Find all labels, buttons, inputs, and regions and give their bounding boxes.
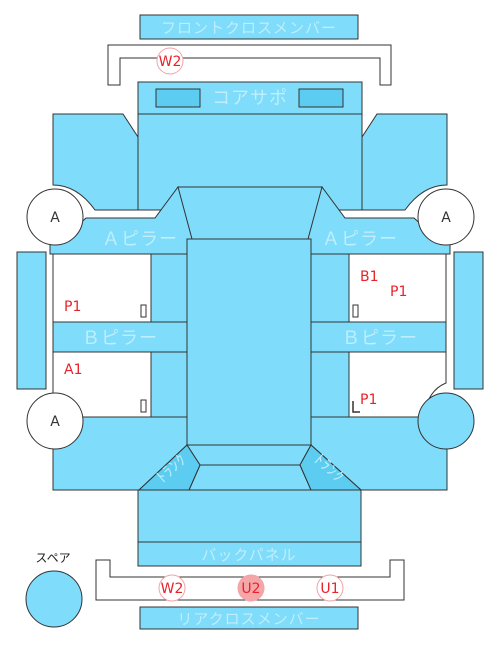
rear-cross-member-label: リアクロスメンバー: [177, 610, 320, 628]
back-panel-label: バックパネル: [201, 546, 296, 564]
mark-rear-w2[interactable]: W2: [158, 574, 186, 602]
mark-left-door-front: P1: [64, 299, 81, 315]
trunk-lid[interactable]: [188, 464, 312, 491]
left-rocker-panel[interactable]: [16, 251, 47, 390]
a-pillar-left-label: Ａピラー: [102, 229, 178, 250]
svg-text:A: A: [50, 210, 60, 226]
right-rocker-panel[interactable]: [453, 251, 484, 390]
b-pillar-right-label: Ｂピラー: [342, 328, 418, 349]
back-panel[interactable]: バックパネル: [137, 541, 362, 567]
svg-text:W2: W2: [161, 581, 184, 597]
mark-left-door-rear: A1: [64, 362, 82, 378]
left-front-handle: [140, 304, 147, 318]
tire-rear-right[interactable]: [417, 392, 475, 450]
mark-right-door-rear: P1: [360, 392, 377, 408]
right-front-handle: [352, 304, 359, 318]
left-front-door[interactable]: P1: [52, 253, 152, 323]
svg-text:A: A: [441, 210, 451, 226]
mark-right-door-front-b: P1: [390, 284, 407, 300]
rear-body[interactable]: [137, 489, 362, 543]
tire-front-right[interactable]: A: [417, 188, 475, 246]
right-front-fender[interactable]: [361, 113, 448, 211]
right-inner-pillar-front: [310, 253, 350, 323]
rear-cross-member[interactable]: リアクロスメンバー: [139, 606, 359, 630]
b-pillar-left-label: Ｂピラー: [82, 328, 158, 349]
b-pillar-right[interactable]: Ｂピラー: [310, 321, 447, 353]
svg-text:A: A: [50, 414, 60, 430]
front-bumper-outline: [107, 44, 392, 86]
left-inner-pillar-front: [150, 253, 188, 323]
tire-front-left[interactable]: A: [26, 188, 84, 246]
tire-rear-left[interactable]: A: [26, 392, 84, 450]
b-pillar-left[interactable]: Ｂピラー: [52, 321, 188, 353]
headlight-left: [155, 88, 201, 108]
svg-text:U2: U2: [241, 581, 260, 597]
rear-window[interactable]: [186, 444, 312, 466]
right-inner-pillar-rear: [310, 351, 350, 418]
svg-text:U1: U1: [320, 581, 339, 597]
svg-text:W2: W2: [159, 54, 182, 70]
right-rear-handle: [352, 401, 360, 413]
spare-tire[interactable]: スペア: [25, 551, 83, 628]
left-inner-pillar-rear: [150, 351, 188, 418]
mark-right-door-front-a: B1: [360, 269, 379, 285]
core-support[interactable]: コアサポ: [137, 81, 363, 115]
left-front-fender[interactable]: [52, 113, 139, 211]
core-support-label: コアサポ: [212, 88, 288, 109]
front-cross-member-label: フロントクロスメンバー: [161, 19, 337, 37]
spare-label: スペア: [35, 551, 70, 565]
roof[interactable]: [186, 238, 312, 446]
left-rear-handle: [140, 399, 147, 413]
front-cross-member[interactable]: フロントクロスメンバー: [139, 14, 359, 40]
trunk-right[interactable]: ﾄﾗﾝｸ: [299, 444, 363, 491]
right-front-door[interactable]: B1 P1: [348, 253, 447, 323]
windshield[interactable]: [177, 186, 323, 240]
a-pillar-right-label: Ａピラー: [322, 229, 398, 250]
headlight-right: [298, 88, 344, 108]
mark-front-w2[interactable]: W2: [156, 47, 184, 75]
mark-rear-u2[interactable]: U2: [237, 574, 265, 602]
mark-rear-u1[interactable]: U1: [316, 574, 344, 602]
